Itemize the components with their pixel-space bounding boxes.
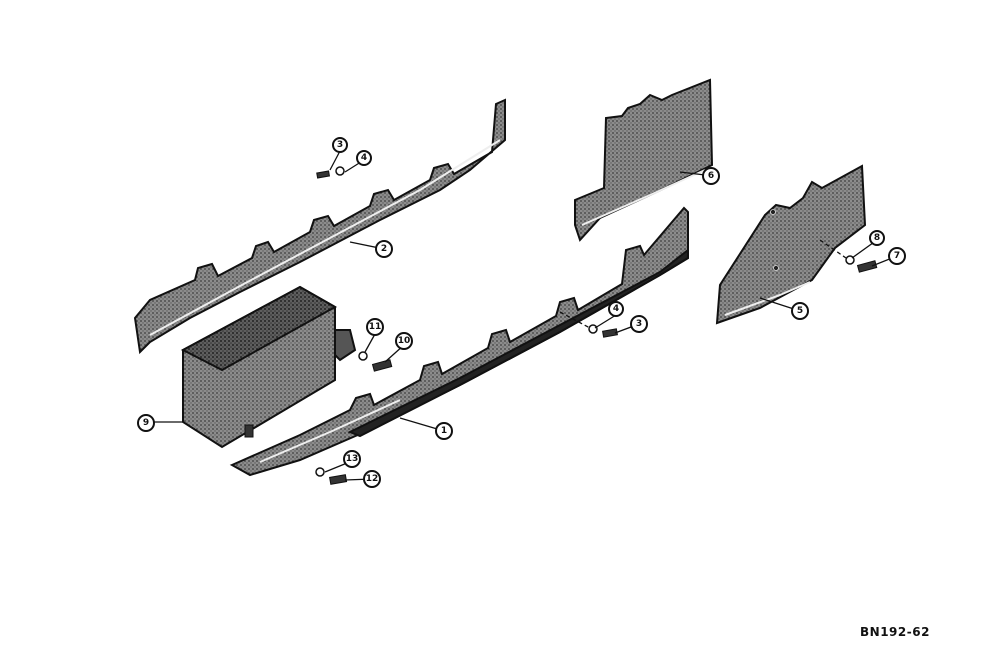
part-5-wedge-plate	[715, 164, 867, 325]
part-1-lower-rail	[229, 206, 689, 477]
svg-text:9: 9	[143, 418, 149, 428]
svg-text:1: 1	[441, 426, 447, 436]
callout-12: 12	[363, 470, 381, 488]
svg-text:5: 5	[797, 306, 803, 316]
callout-3-upper: 3	[332, 137, 348, 153]
callout-4-upper: 4	[356, 150, 372, 166]
callout-9: 9	[137, 414, 155, 432]
svg-text:7: 7	[894, 251, 900, 261]
part-2-upper-rail	[133, 98, 506, 355]
svg-text:10: 10	[398, 336, 411, 346]
svg-text:8: 8	[874, 233, 880, 243]
callout-2: 2	[375, 240, 393, 258]
bolt-3-upper	[316, 166, 345, 179]
callout-3-lower: 3	[630, 315, 648, 333]
tab-bracket	[244, 424, 254, 438]
svg-text:4: 4	[361, 153, 367, 163]
callout-1: 1	[435, 422, 453, 440]
svg-text:13: 13	[346, 454, 359, 464]
callout-6: 6	[702, 167, 720, 185]
svg-text:2: 2	[381, 244, 387, 254]
callout-5: 5	[791, 302, 809, 320]
part-6-plate	[574, 78, 714, 242]
svg-text:6: 6	[708, 171, 714, 181]
callout-13: 13	[343, 450, 361, 468]
svg-text:3: 3	[636, 319, 642, 329]
callout-11: 11	[366, 318, 384, 336]
svg-text:11: 11	[369, 322, 382, 332]
svg-text:12: 12	[366, 474, 379, 484]
svg-text:3: 3	[337, 140, 343, 150]
bolt-3-lower	[588, 324, 618, 338]
diagram-code-label: BN192-62	[860, 625, 930, 639]
callout-10: 10	[395, 332, 413, 350]
callout-7: 7	[888, 247, 906, 265]
callout-4-lower: 4	[608, 301, 624, 317]
callout-8: 8	[869, 230, 885, 246]
bolt-12-13	[315, 467, 348, 485]
bolt-10-11	[358, 351, 393, 372]
bolt-7-8	[845, 255, 878, 273]
svg-text:4: 4	[613, 304, 619, 314]
